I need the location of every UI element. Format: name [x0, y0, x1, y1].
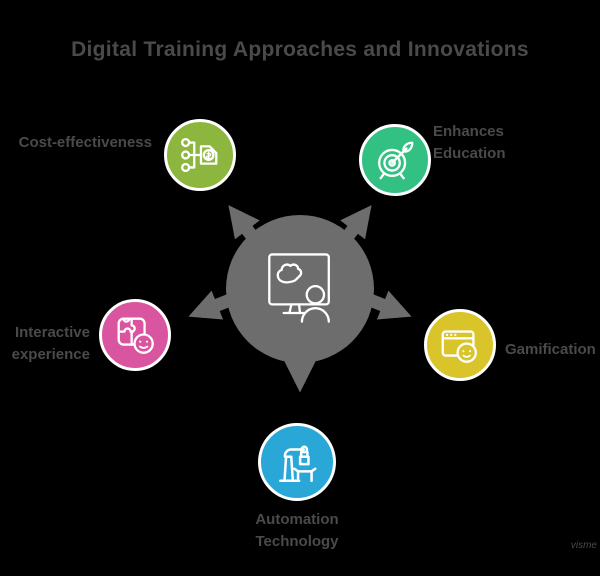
hub-circle [226, 215, 374, 363]
node-automation-technology-circle [258, 423, 336, 501]
label-gamification: Gamification [505, 341, 596, 358]
label-automation-technology: Automation Technology [255, 511, 339, 550]
target-arrow-icon [378, 141, 414, 180]
browser-smiley-icon [441, 330, 477, 363]
node-interactive-experience-circle [99, 299, 171, 371]
label-cost-effectiveness: Cost-effectiveness [18, 134, 152, 151]
arrow-upper-right [340, 205, 372, 240]
label-interactive-experience: Interactive experience [11, 324, 90, 363]
label-enhances-education: Enhances Education [433, 123, 506, 162]
arrow-left [188, 290, 233, 320]
watermark: visme [570, 540, 597, 551]
node-gamification-circle [424, 309, 496, 381]
robot-arm-icon [279, 445, 317, 482]
node-enhances-education-circle [359, 124, 431, 196]
trainer-at-screen-icon [268, 253, 330, 323]
money-tag-flow-icon [181, 137, 218, 173]
node-cost-effectiveness-circle [164, 119, 236, 191]
arrow-right [367, 290, 412, 320]
arrow-upper-left [228, 205, 260, 240]
puzzle-smiley-icon [117, 317, 154, 354]
page-title: Digital Training Approaches and Innovati… [71, 38, 529, 61]
